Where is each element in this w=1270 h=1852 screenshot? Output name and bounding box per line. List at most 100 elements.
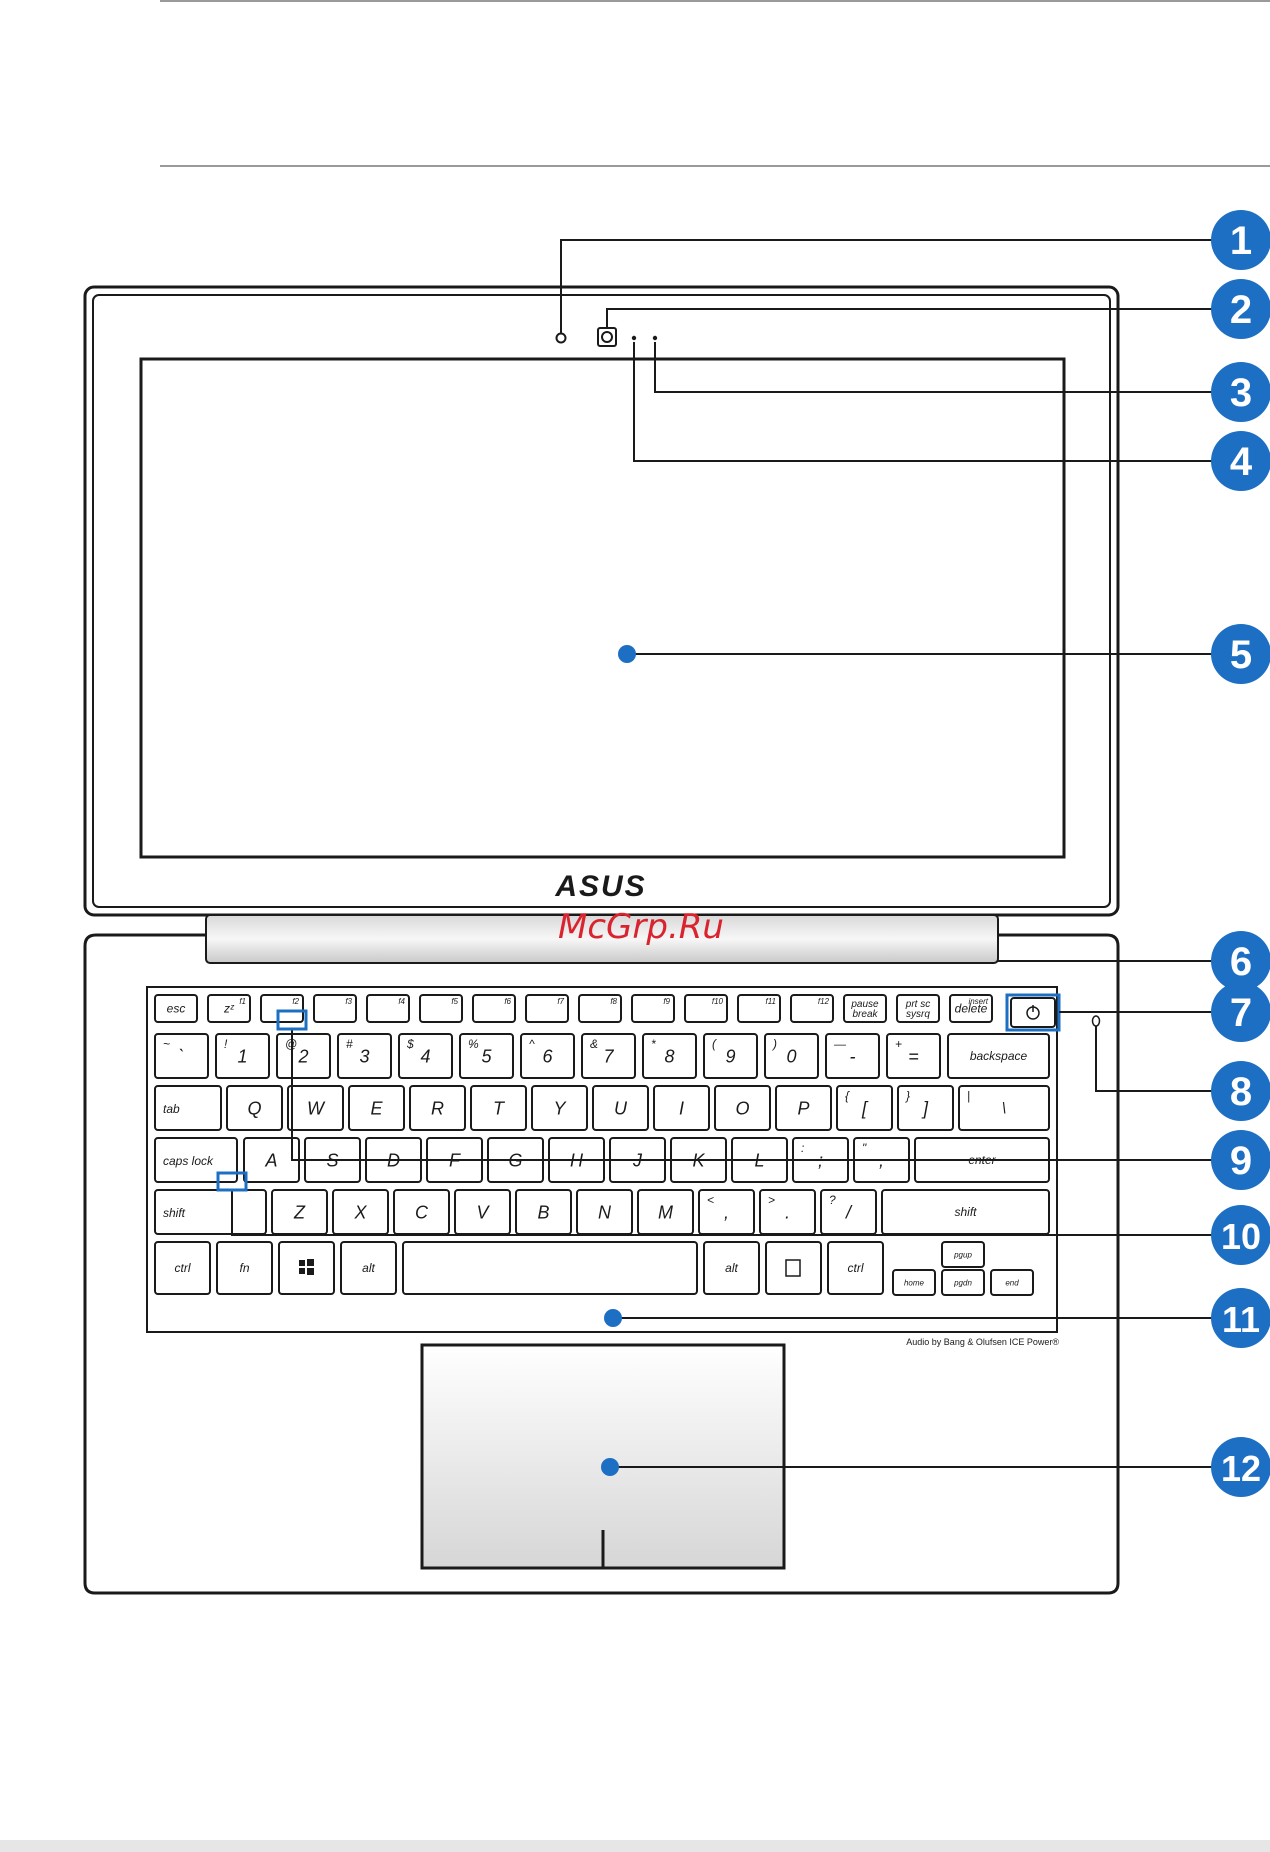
fn-key-9-sublabel: f9 <box>663 997 670 1006</box>
page-bottom-strip <box>0 1840 1270 1852</box>
callout-number: 2 <box>1230 288 1252 332</box>
num-key-7-alt-label: & <box>590 1037 598 1051</box>
fn-key-3: f3 <box>313 994 357 1023</box>
fn-key-13-label: break <box>852 1009 878 1020</box>
tab-key: tab <box>154 1085 222 1131</box>
num-key-9-label: 9 <box>725 1046 735 1066</box>
fn-key-9: f9 <box>631 994 675 1023</box>
arrow-up-key-label: pgup <box>953 1250 972 1259</box>
fn-key-15-label: delete <box>955 1002 988 1016</box>
a-row-key-10-alt-label: : <box>801 1141 804 1155</box>
leader-9 <box>291 1029 1216 1161</box>
fn-key-5-sublabel: f5 <box>451 997 458 1006</box>
z-row-key-1-label: Z <box>293 1202 306 1222</box>
fn-key-11-sublabel: f11 <box>765 997 776 1006</box>
callout-badge-9: 9 <box>1211 1130 1270 1190</box>
leader-lines <box>231 239 1216 1468</box>
z-row-key-7: M <box>637 1189 694 1235</box>
q-row-key-11-alt-label: { <box>845 1089 850 1103</box>
q-row-key-5-label: T <box>493 1098 506 1118</box>
bottom-key-1: fn <box>216 1241 273 1295</box>
arrow-up-key: pgup <box>941 1241 985 1268</box>
leader-2 <box>606 308 1216 328</box>
num-key-3-alt-label: # <box>346 1037 353 1051</box>
fn-key-11: f11 <box>737 994 781 1023</box>
z-row-key-1: Z <box>271 1189 328 1235</box>
camera-indicator-right <box>652 335 658 341</box>
fn-key-0-label: esc <box>167 1002 186 1016</box>
fn-key-1-label: zᶻ <box>223 1002 235 1016</box>
fn-key-2-sublabel: f2 <box>292 997 299 1006</box>
caps-lock-indicator-highlight <box>216 1171 248 1192</box>
callout-badge-10: 10 <box>1211 1205 1270 1265</box>
caps-lock-key: caps lock <box>154 1137 238 1183</box>
q-row-key-1: Q <box>226 1085 283 1131</box>
q-row-key-7-label: U <box>614 1098 628 1118</box>
callout-number: 4 <box>1230 440 1253 484</box>
bottom-key-3-label: alt <box>362 1261 375 1275</box>
num-key-1-label: 1 <box>237 1046 247 1066</box>
callout-badge-8: 8 <box>1211 1061 1270 1121</box>
z-row-key-6: N <box>576 1189 633 1235</box>
callout-number: 1 <box>1230 219 1252 263</box>
q-row-key-9: O <box>714 1085 771 1131</box>
callout-number: 3 <box>1230 371 1252 415</box>
z-row-key-6-label: N <box>598 1202 612 1222</box>
z-row-key-4-label: V <box>476 1202 490 1222</box>
q-row-key-7: U <box>592 1085 649 1131</box>
leader-8 <box>1095 1026 1216 1092</box>
tab-key-label: tab <box>163 1102 180 1116</box>
num-key-1-alt-label: ! <box>224 1037 228 1051</box>
callout-number: 7 <box>1230 991 1252 1035</box>
num-key-10-label: 0 <box>786 1046 796 1066</box>
q-row-key-1-label: Q <box>247 1098 261 1118</box>
num-key-3-label: 3 <box>359 1046 369 1066</box>
fn-key-0: esc <box>154 994 198 1023</box>
callout-number: 11 <box>1222 1299 1260 1340</box>
callout-badge-5: 5 <box>1211 624 1270 684</box>
hinge <box>205 914 999 964</box>
fn-key-6-sublabel: f6 <box>504 997 511 1006</box>
fn-key-14-label: prt sc <box>905 999 930 1010</box>
num-key-8-alt-label: * <box>651 1037 656 1051</box>
q-row-key-4: R <box>409 1085 466 1131</box>
callout-number: 10 <box>1221 1216 1261 1257</box>
z-row-key-2-label: X <box>353 1202 367 1222</box>
callout-badge-6: 6 <box>1211 931 1270 991</box>
arrow-right-key-label: end <box>1005 1278 1019 1287</box>
callout-dot-12 <box>601 1458 619 1476</box>
callout-number: 12 <box>1221 1448 1261 1489</box>
q-row-key-8-label: I <box>679 1098 684 1118</box>
fn-key-15-sublabel: insert <box>968 997 988 1006</box>
fn-key-8: f8 <box>578 994 622 1023</box>
num-key-4-alt-label: $ <box>406 1037 414 1051</box>
backslash-key: \| <box>958 1085 1050 1131</box>
leader-10 <box>231 1190 1216 1236</box>
leader-4 <box>633 342 1216 462</box>
z-row-key-2: X <box>332 1189 389 1235</box>
num-key-5: 5% <box>459 1033 514 1079</box>
q-row-key-4-label: R <box>431 1098 444 1118</box>
backspace-key: backspace <box>947 1033 1050 1079</box>
z-row-key-8: ,< <box>698 1189 755 1235</box>
num-key-12-label: = <box>908 1046 919 1066</box>
num-key-5-alt-label: % <box>468 1037 479 1051</box>
display-panel <box>139 357 1066 859</box>
menu-key <box>765 1241 822 1295</box>
leader-3 <box>654 342 1216 393</box>
z-row-key-9: .> <box>759 1189 816 1235</box>
num-key-0: `~ <box>154 1033 209 1079</box>
camera-indicator-left <box>631 335 637 341</box>
left-shift-key-label: shift <box>163 1206 186 1220</box>
power-indicator <box>1091 1015 1101 1027</box>
num-key-0-alt-label: ~ <box>163 1037 170 1051</box>
callout-badge-3: 3 <box>1211 362 1270 422</box>
bottom-key-0: ctrl <box>154 1241 211 1295</box>
right-shift-key-label: shift <box>954 1205 977 1219</box>
callout-number: 9 <box>1230 1139 1252 1183</box>
